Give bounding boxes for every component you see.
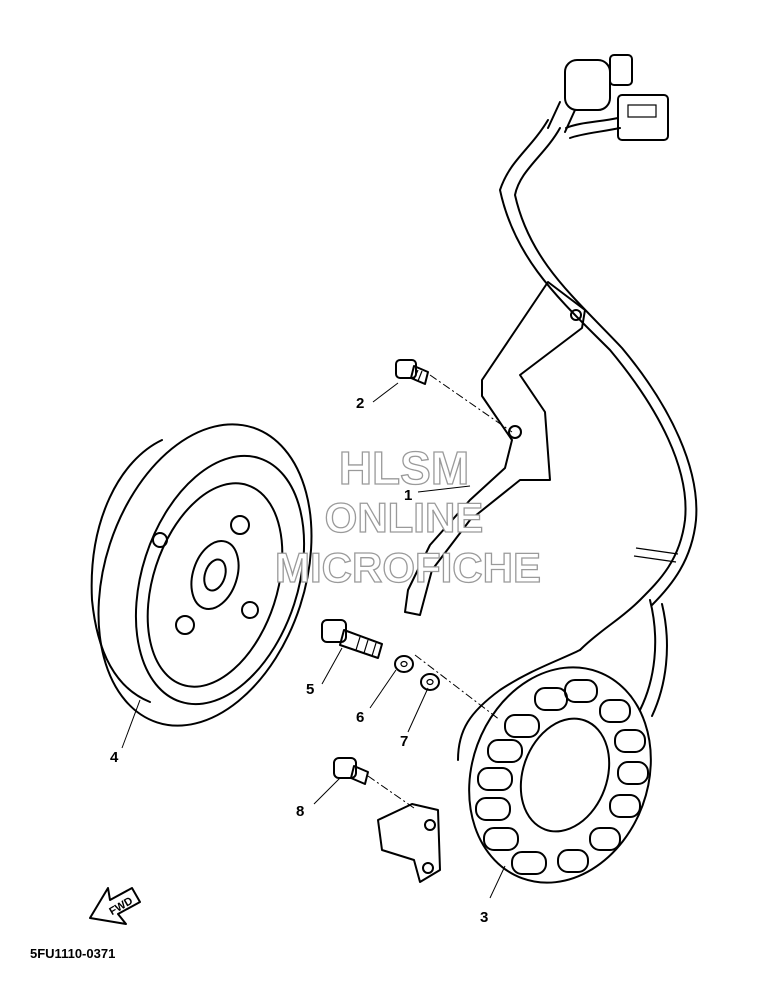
pickup-coil [377, 803, 441, 883]
callout-2: 2 [356, 395, 364, 412]
callout-1: 1 [404, 487, 412, 504]
callout-3: 3 [480, 909, 488, 926]
callout-6: 6 [356, 709, 364, 726]
square-connector-icon [565, 94, 669, 141]
screw-icon [333, 757, 369, 785]
callout-8: 8 [296, 803, 304, 820]
rotor-flywheel [90, 423, 313, 727]
washer-icon [420, 673, 440, 691]
bracket-part [404, 281, 586, 616]
watermark-line-3: MICROFICHE [275, 544, 541, 591]
callout-leaders [121, 382, 506, 899]
round-connector-icon [547, 54, 633, 133]
watermark-line-1: HLSM [339, 442, 469, 494]
bolt-icon [395, 359, 429, 385]
bolt-icon [321, 619, 383, 659]
assembly-lines [367, 374, 513, 809]
forward-arrow-icon: FWD [89, 887, 141, 925]
wire-harness [499, 119, 698, 717]
washer-icon [394, 655, 414, 673]
part-code: 5FU1110-0371 [30, 946, 115, 961]
watermark: HLSM ONLINE MICROFICHE [274, 441, 541, 591]
callout-7: 7 [400, 733, 408, 750]
callout-5: 5 [306, 681, 314, 698]
callout-4: 4 [110, 749, 119, 766]
stator-assembly [457, 649, 652, 884]
watermark-line-2: ONLINE [325, 494, 484, 541]
